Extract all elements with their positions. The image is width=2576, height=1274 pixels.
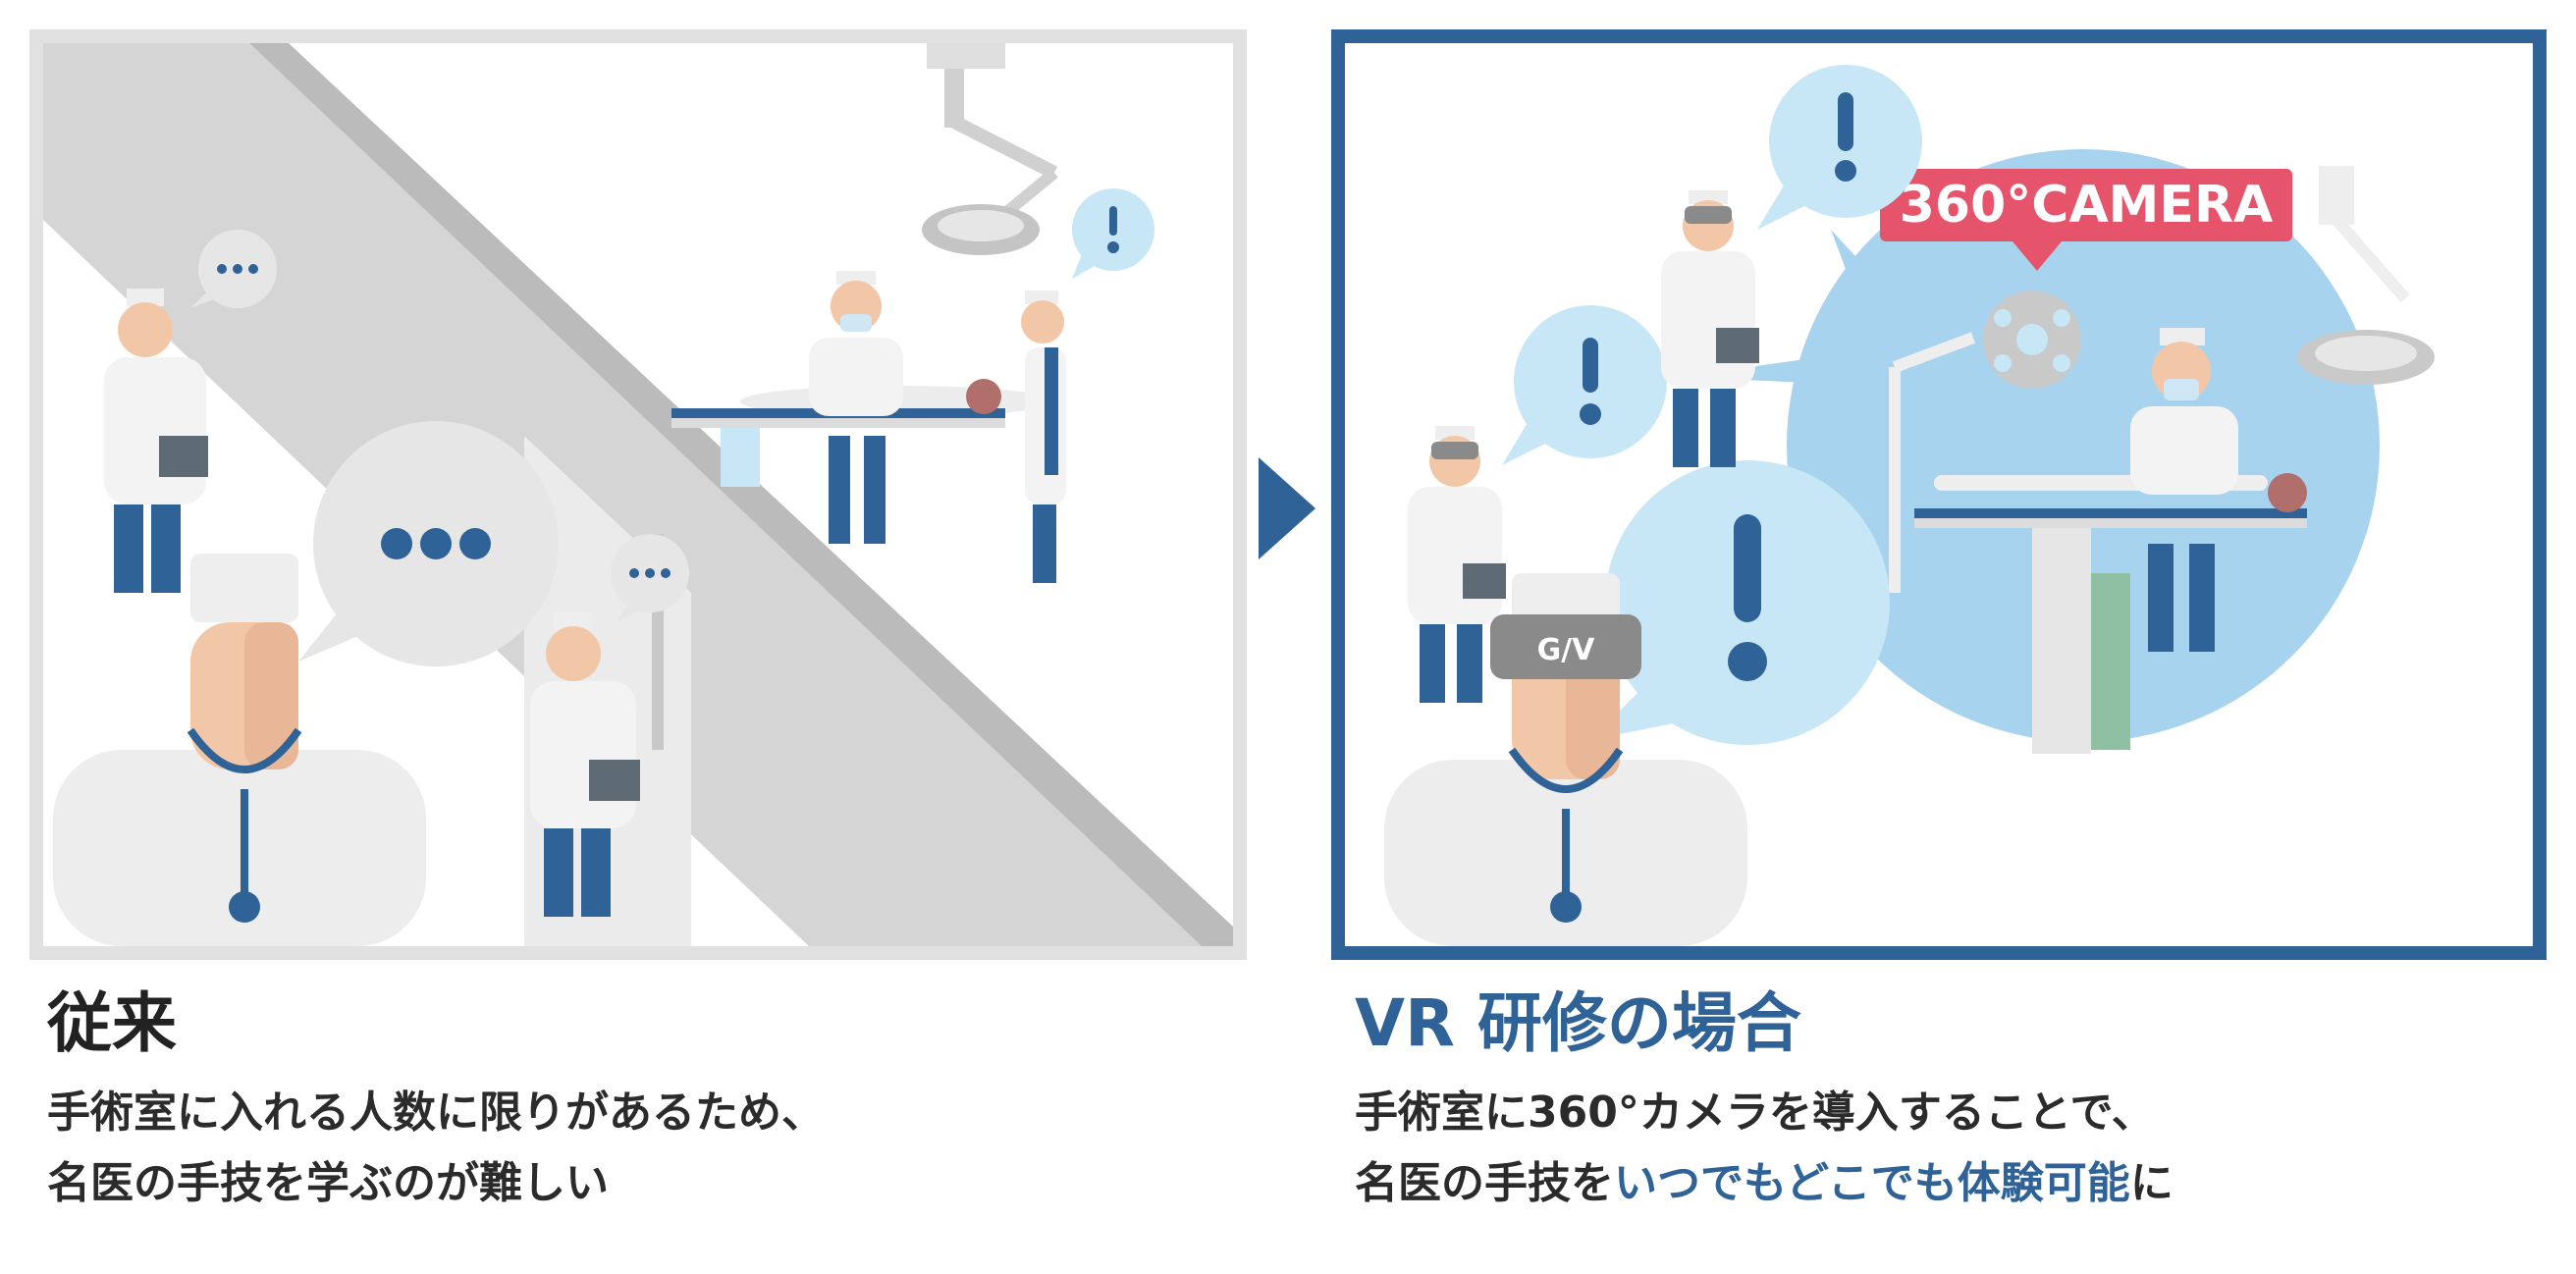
waiting-doctor-center [530,534,689,917]
assistant-figure [1021,291,1066,583]
surgical-lamp-icon [2297,166,2435,385]
exclamation-bubble-icon [1072,188,1154,279]
conventional-panel [29,29,1247,960]
camera-label-tag: 360°CAMERA [1880,169,2292,271]
vr-desc-line1: 手術室に360°カメラを導入することで、 [1355,1088,2155,1138]
vr-doctor-small-top [1661,190,1759,467]
surgeon-figure [2130,328,2238,652]
vr-illustration: 360°CAMERA [1384,65,2435,946]
vr-doctor-small-bottom [1408,426,1506,703]
vr-headset-icon [1490,614,1641,679]
surgeon-figure [809,271,903,544]
vr-desc-suffix: に [2129,1158,2174,1208]
vr-desc-highlight: いつでもどこでも体験可能 [1614,1158,2130,1208]
camera-label: 360°CAMERA [1900,176,2274,235]
triangle-arrow-icon [1259,457,1315,559]
surgical-lamp-icon [922,43,1058,255]
ellipsis-bubble-icon [298,421,559,666]
conventional-desc-line2: 名医の手技を学ぶのが難しい [47,1158,609,1208]
wall-edge [249,43,1233,946]
foreground-doctor [53,554,426,946]
exclamation-bubble-icon [1502,305,1667,465]
camera-360-icon [1889,291,2081,593]
exclamation-bubble-icon [1590,460,1890,745]
foreground-vr-doctor: G/V [1384,573,1747,946]
conventional-heading: 従来 [47,985,177,1061]
conventional-illustration [43,43,1233,946]
headset-logo: G/V [1537,633,1596,667]
camera-view-circle [1787,149,2380,742]
conventional-desc-line1: 手術室に入れる人数に限りがあるため、 [47,1088,825,1138]
waiting-doctor-left [104,230,277,593]
vr-training-panel: 360°CAMERA [1331,29,2547,960]
wall-band [43,43,1202,946]
exclamation-bubble-icon [1757,65,1922,230]
projection-beam-top [1831,230,1895,347]
vr-desc-prefix: 名医の手技を [1355,1158,1614,1208]
vr-heading: VR 研修の場合 [1355,985,1801,1061]
vr-desc-line2: 名医の手技をいつでもどこでも体験可能に [1355,1162,2174,1205]
